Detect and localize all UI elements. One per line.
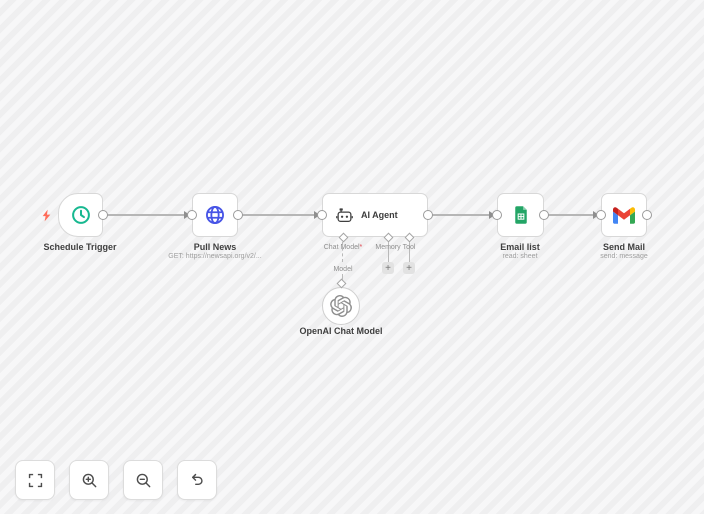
globe-icon [206,206,224,224]
node-label: Schedule Trigger [43,242,117,252]
node-label: AI Agent [361,210,398,220]
connection-chatmodel-to-openai[interactable] [342,274,343,280]
model-connection-label: Model [333,266,353,273]
output-port[interactable] [641,209,652,220]
node-ai-agent[interactable]: AI Agent [322,193,428,237]
node-label: OpenAI Chat Model [299,326,383,336]
node-label: Pull News [193,242,237,252]
node-label: Email list [500,242,540,252]
clock-icon [71,206,90,224]
node-schedule-trigger[interactable] [58,193,103,237]
zoom-out-button[interactable] [123,460,163,500]
connection-schedule-to-pullnews[interactable] [103,214,192,216]
undo-icon [191,473,203,485]
input-port[interactable] [491,209,502,220]
add-tool-button[interactable]: + [403,262,415,274]
output-port[interactable] [232,209,243,220]
input-port[interactable] [186,209,197,220]
input-port[interactable] [316,209,327,220]
node-pull-news[interactable] [192,193,238,237]
node-label: Send Mail [602,242,646,252]
add-memory-button[interactable]: + [382,262,394,274]
required-asterisk: * [359,244,363,251]
connection-pullnews-to-aiagent[interactable] [238,214,322,216]
node-email-list[interactable] [497,193,544,237]
zoom-in-icon [82,473,96,487]
output-port[interactable] [422,209,433,220]
fit-view-button[interactable] [15,460,55,500]
input-port[interactable] [595,209,606,220]
connection-memory-stub [387,242,389,262]
zoom-out-icon [136,473,150,487]
connection-aiagent-to-emaillist[interactable] [428,214,497,216]
node-subtitle: send: message [600,253,648,260]
node-send-mail[interactable] [601,193,647,237]
node-openai-chat-model[interactable] [322,287,360,325]
output-port[interactable] [538,209,549,220]
robot-icon [336,208,353,223]
undo-button[interactable] [177,460,217,500]
fit-view-icon [28,473,42,487]
zoom-in-button[interactable] [69,460,109,500]
node-subtitle: GET: https://newsapi.org/v2/... [168,253,262,260]
connection-tool-stub [408,242,410,262]
connection-emaillist-to-sendmail[interactable] [544,214,601,216]
chat-model-port-label: Chat Model* [323,244,363,251]
openai-icon [330,295,352,317]
google-sheets-icon [514,206,527,224]
trigger-bolt-icon [42,209,51,222]
canvas-toolbar [15,460,217,500]
node-subtitle: read: sheet [502,253,538,260]
tool-port-label: Tool [402,244,416,251]
output-port[interactable] [97,209,108,220]
gmail-icon [613,206,635,224]
connection-chatmodel-to-openai[interactable] [342,242,343,262]
memory-port-label: Memory [375,244,401,251]
